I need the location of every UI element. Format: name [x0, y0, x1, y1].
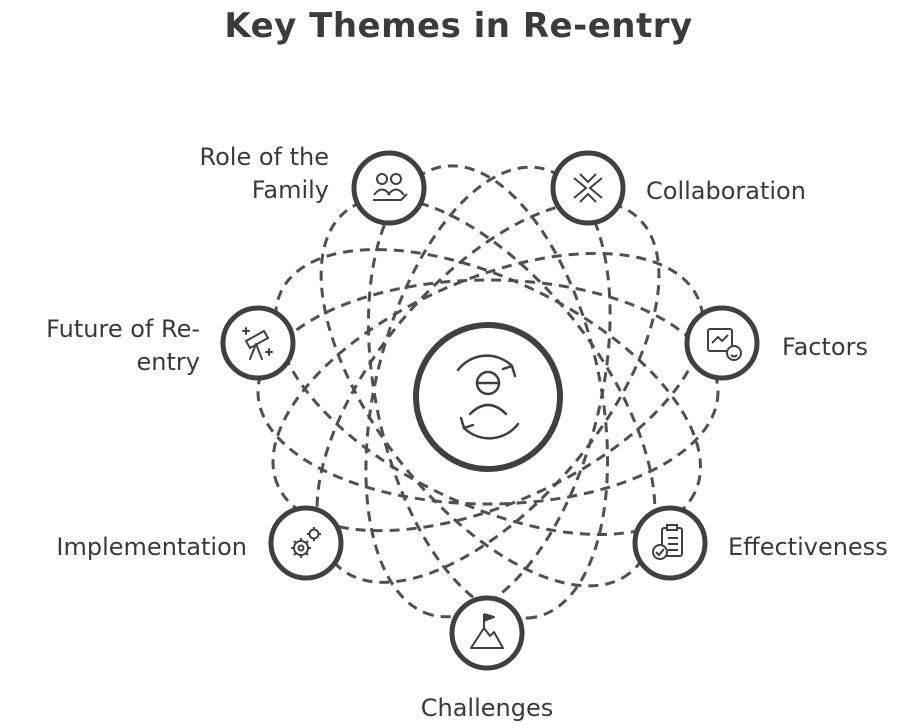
- orbit-lines: [256, 164, 720, 620]
- node-future-of-reentry: [220, 305, 296, 381]
- node-factors: [684, 305, 760, 381]
- clipboard-check-icon: [652, 524, 683, 560]
- label-challenges: Challenges: [420, 694, 554, 722]
- center-node: [413, 322, 563, 472]
- family-hands-icon: [373, 173, 408, 201]
- node-challenges: [449, 595, 525, 671]
- label-factors: Factors: [782, 333, 868, 361]
- label-future-of-reentry: Future of Re- entry: [46, 315, 200, 376]
- node-role-of-family: [351, 150, 427, 226]
- factors-chart-icon: [707, 328, 742, 361]
- node-effectiveness: [632, 505, 708, 581]
- mountain-flag-icon: [470, 613, 504, 649]
- node-implementation: [268, 505, 344, 581]
- node-collaboration: [550, 150, 626, 226]
- person-cycle-icon: [456, 354, 520, 440]
- label-collaboration: Collaboration: [646, 177, 806, 205]
- gears-icon: [291, 527, 321, 558]
- label-implementation: Implementation: [56, 533, 247, 561]
- label-effectiveness: Effectiveness: [728, 533, 888, 561]
- telescope-icon: [242, 327, 273, 360]
- label-role-of-family: Role of the Family: [199, 143, 330, 204]
- diagram-title: Key Themes in Re-entry: [224, 6, 693, 46]
- interlocking-hands-icon: [573, 173, 603, 203]
